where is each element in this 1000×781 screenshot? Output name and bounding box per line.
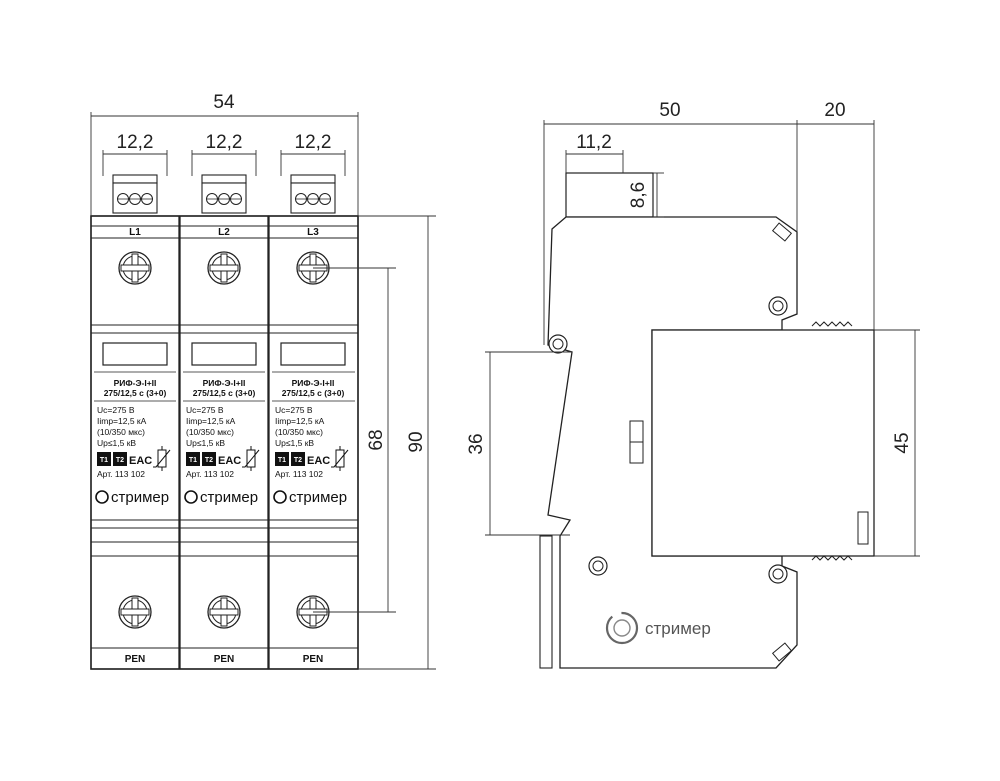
t2-badge xyxy=(291,452,305,466)
svg-text:T1: T1 xyxy=(100,457,108,464)
screw-icon xyxy=(207,595,241,629)
t1-badge xyxy=(275,452,289,466)
pole-bottom-label: PEN xyxy=(303,654,324,665)
pole-bottom-label: PEN xyxy=(214,654,235,665)
dim-side-terminal-width: 11,2 xyxy=(576,132,612,153)
spec-uc: Uc=275 В xyxy=(186,405,224,415)
dim-terminal-width: 12,2 xyxy=(117,132,154,153)
article: Арт. 113 102 xyxy=(275,469,323,479)
pole-bottom-label: PEN xyxy=(125,654,146,665)
brand-name: стример xyxy=(111,489,169,506)
side-front-face xyxy=(651,329,875,557)
dim-terminal-width: 12,2 xyxy=(295,132,332,153)
dim-front-width: 54 xyxy=(213,92,235,113)
eac-mark: EAC xyxy=(129,455,152,467)
dim-rail-height: 36 xyxy=(466,433,487,454)
spec-iimp: Iimp=12,5 кА xyxy=(97,416,147,426)
varistor-icon xyxy=(331,446,349,471)
spec-uc: Uc=275 В xyxy=(97,405,135,415)
pole-top-label: L1 xyxy=(129,227,141,238)
side-brand-name: стример xyxy=(645,619,711,638)
spec-wave: (10/350 мкс) xyxy=(97,427,145,437)
pole-l1: L1 РИФ-Э-I+II 275/12,5 с (3+0) Uc=275 В … xyxy=(90,174,180,670)
t2-badge xyxy=(202,452,216,466)
side-terminal-block xyxy=(565,172,654,218)
eac-mark: EAC xyxy=(218,455,241,467)
t1-badge xyxy=(186,452,200,466)
indicator-window xyxy=(280,342,346,366)
article: Арт. 113 102 xyxy=(186,469,234,479)
spec-uc: Uc=275 В xyxy=(275,405,313,415)
model-line1: РИФ-Э-I+II xyxy=(203,378,246,388)
pole-top-label: L2 xyxy=(218,227,230,238)
svg-text:T2: T2 xyxy=(294,457,302,464)
varistor-icon xyxy=(153,446,171,471)
model-line1: РИФ-Э-I+II xyxy=(292,378,335,388)
eac-mark: EAC xyxy=(307,455,330,467)
terminal-block-icon xyxy=(290,174,336,214)
dim-side-width: 50 xyxy=(659,100,680,121)
t2-badge xyxy=(113,452,127,466)
svg-text:T2: T2 xyxy=(205,457,213,464)
dim-terminal-spacing: 68 xyxy=(366,429,387,450)
front-dimensions xyxy=(90,112,436,670)
article: Арт. 113 102 xyxy=(97,469,145,479)
brand-logo-icon xyxy=(273,490,287,504)
spec-up: Up≤1,5 кВ xyxy=(97,438,136,448)
model-line2: 275/12,5 с (3+0) xyxy=(193,388,256,398)
spec-iimp: Iimp=12,5 кА xyxy=(186,416,236,426)
dim-side-terminal-height: 8,6 xyxy=(628,182,649,208)
terminal-block-icon xyxy=(112,174,158,214)
pole-l2: L2 РИФ-Э-I+II 275/12,5 с (3+0) Uc=275 В … xyxy=(179,174,269,670)
model-line2: 275/12,5 с (3+0) xyxy=(104,388,167,398)
svg-text:T1: T1 xyxy=(189,457,197,464)
screw-icon xyxy=(207,251,241,285)
front-body-outline xyxy=(90,215,359,670)
dim-body-height: 45 xyxy=(892,432,913,453)
indicator-window xyxy=(191,342,257,366)
side-view: стример xyxy=(539,172,875,669)
screw-icon xyxy=(118,595,152,629)
terminal-block-icon xyxy=(201,174,247,214)
dim-terminal-width: 12,2 xyxy=(206,132,243,153)
dim-front-height: 90 xyxy=(406,431,427,452)
svg-text:T1: T1 xyxy=(278,457,286,464)
brand-logo-icon xyxy=(184,490,198,504)
front-view: L1 РИФ-Э-I+II 275/12,5 с (3+0) Uc=275 В … xyxy=(90,174,359,670)
brand-name: стример xyxy=(200,489,258,506)
varistor-icon xyxy=(242,446,260,471)
indicator-window xyxy=(102,342,168,366)
spec-up: Up≤1,5 кВ xyxy=(275,438,314,448)
model-line1: РИФ-Э-I+II xyxy=(114,378,157,388)
brand-logo-icon xyxy=(95,490,109,504)
pole-l3: L3 РИФ-Э-I+II 275/12,5 с (3+0) Uc=275 В … xyxy=(268,174,359,670)
screw-icon xyxy=(118,251,152,285)
model-line2: 275/12,5 с (3+0) xyxy=(282,388,345,398)
svg-text:T2: T2 xyxy=(116,457,124,464)
side-dimensions xyxy=(485,120,920,557)
brand-name: стример xyxy=(289,489,347,506)
t1-badge xyxy=(97,452,111,466)
dim-side-offset: 20 xyxy=(824,100,845,121)
spec-up: Up≤1,5 кВ xyxy=(186,438,225,448)
spec-wave: (10/350 мкс) xyxy=(186,427,234,437)
pole-top-label: L3 xyxy=(307,227,319,238)
spec-wave: (10/350 мкс) xyxy=(275,427,323,437)
side-brand-logo-icon xyxy=(605,611,639,645)
spec-iimp: Iimp=12,5 кА xyxy=(275,416,325,426)
